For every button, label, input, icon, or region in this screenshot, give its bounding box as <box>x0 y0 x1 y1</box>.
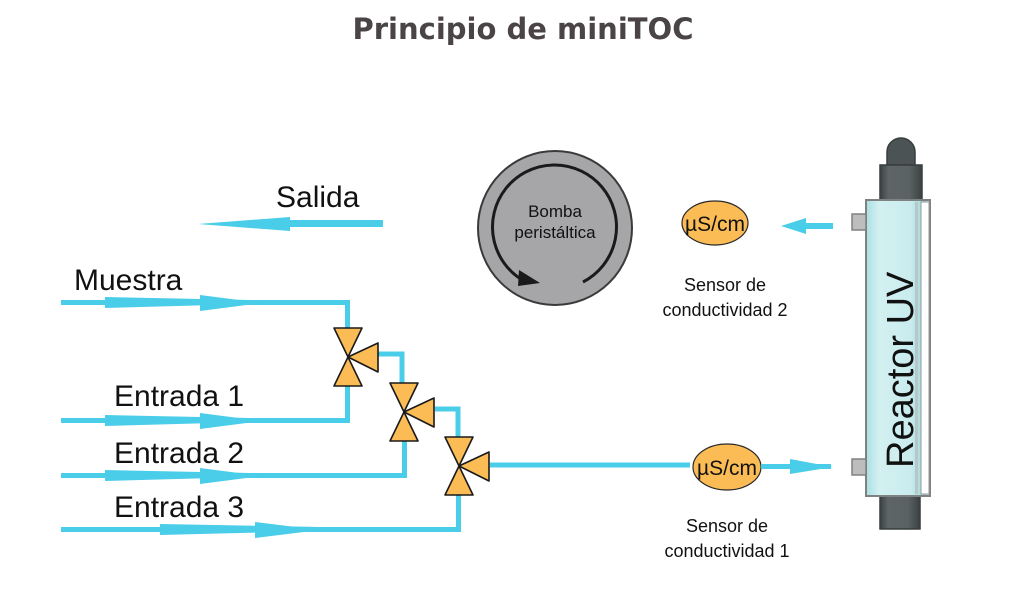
peristaltic-pump[interactable]: Bomba peristáltica <box>477 150 633 306</box>
salida-label: Salida <box>276 181 360 214</box>
conductivity-sensor-2[interactable]: µS/cm <box>681 200 749 246</box>
sensor-2-label-line2: conductividad 2 <box>662 300 787 320</box>
diagram-title: Principio de miniTOC <box>352 12 694 46</box>
valve-interconnect-pipes <box>378 351 690 468</box>
reactor-inlet-port <box>851 458 867 476</box>
sensor-1-unit: µS/cm <box>697 457 757 480</box>
muestra-pipe <box>61 295 350 330</box>
pump-label-line1: Bomba <box>528 202 582 221</box>
conductivity-sensor-1[interactable]: µS/cm <box>692 443 762 491</box>
sensor-2-label-line1: Sensor de <box>684 275 766 295</box>
arrowhead-icon <box>518 270 540 286</box>
muestra-label: Muestra <box>74 264 183 297</box>
sensor-1-label-line1: Sensor de <box>686 516 768 536</box>
reactor-label: Reactor UV <box>880 271 922 468</box>
entrada2-pipe <box>61 440 407 484</box>
salida-arrow <box>198 217 383 231</box>
entrada1-label: Entrada 1 <box>114 380 244 413</box>
sensor-1-outlet-arrow <box>761 459 833 474</box>
sensor-2-return-arrow <box>781 218 833 234</box>
uv-reactor[interactable]: Reactor UV <box>851 137 931 530</box>
rotation-arrow-icon <box>491 163 618 285</box>
valve-1[interactable] <box>333 327 379 387</box>
sensor-2-unit: µS/cm <box>685 213 745 236</box>
sensor-1-label-line2: conductividad 1 <box>664 541 789 561</box>
valve-2[interactable] <box>389 382 435 442</box>
entrada1-pipe <box>61 385 350 429</box>
entrada2-label: Entrada 2 <box>114 437 244 470</box>
reactor-outlet-port <box>851 213 867 231</box>
pump-label-line2: peristáltica <box>514 223 596 242</box>
entrada3-label: Entrada 3 <box>114 491 244 524</box>
valve-3[interactable] <box>444 436 490 496</box>
entrada3-pipe <box>61 495 461 538</box>
